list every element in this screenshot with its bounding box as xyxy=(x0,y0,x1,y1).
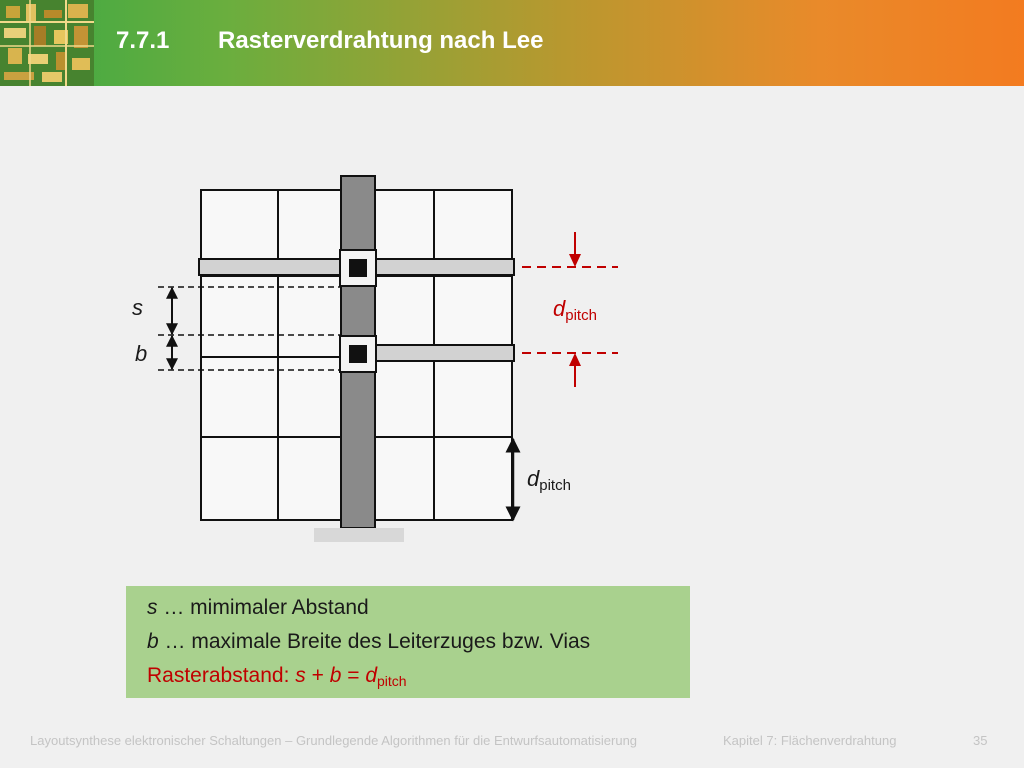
horizontal-wire-bottom xyxy=(356,344,515,362)
header-bar: 7.7.1 Rasterverdrahtung nach Lee xyxy=(0,0,1024,86)
footer-chapter: Kapitel 7: Flächenverdrahtung xyxy=(723,733,897,748)
footer-page-number: 35 xyxy=(973,733,988,748)
page-title: Rasterverdrahtung nach Lee xyxy=(218,27,544,54)
via-bottom-core xyxy=(349,345,367,363)
pitch-arrow-up-head xyxy=(569,353,581,366)
definition-b: b … maximale Breite des Leiterzuges bzw.… xyxy=(147,630,591,653)
label-b: b xyxy=(135,341,148,366)
definition-box: s … mimimaler Abstand b … maximale Breit… xyxy=(126,586,690,698)
circuit-board-logo xyxy=(0,0,94,86)
definition-s: s … mimimaler Abstand xyxy=(147,596,369,619)
label-d-pitch: dpitch xyxy=(527,466,571,494)
vertical-wire-shadow xyxy=(314,528,404,542)
label-d-pitch-red: dpitch xyxy=(553,296,597,324)
pitch-arrow-down-head xyxy=(569,254,581,267)
footer-course: Layoutsynthese elektronischer Schaltunge… xyxy=(30,733,638,748)
section-number: 7.7.1 xyxy=(116,27,170,54)
via-top-core xyxy=(349,259,367,277)
label-s: s xyxy=(132,295,143,320)
definition-raster: Rasterabstand: s + b = dpitch xyxy=(147,664,407,689)
